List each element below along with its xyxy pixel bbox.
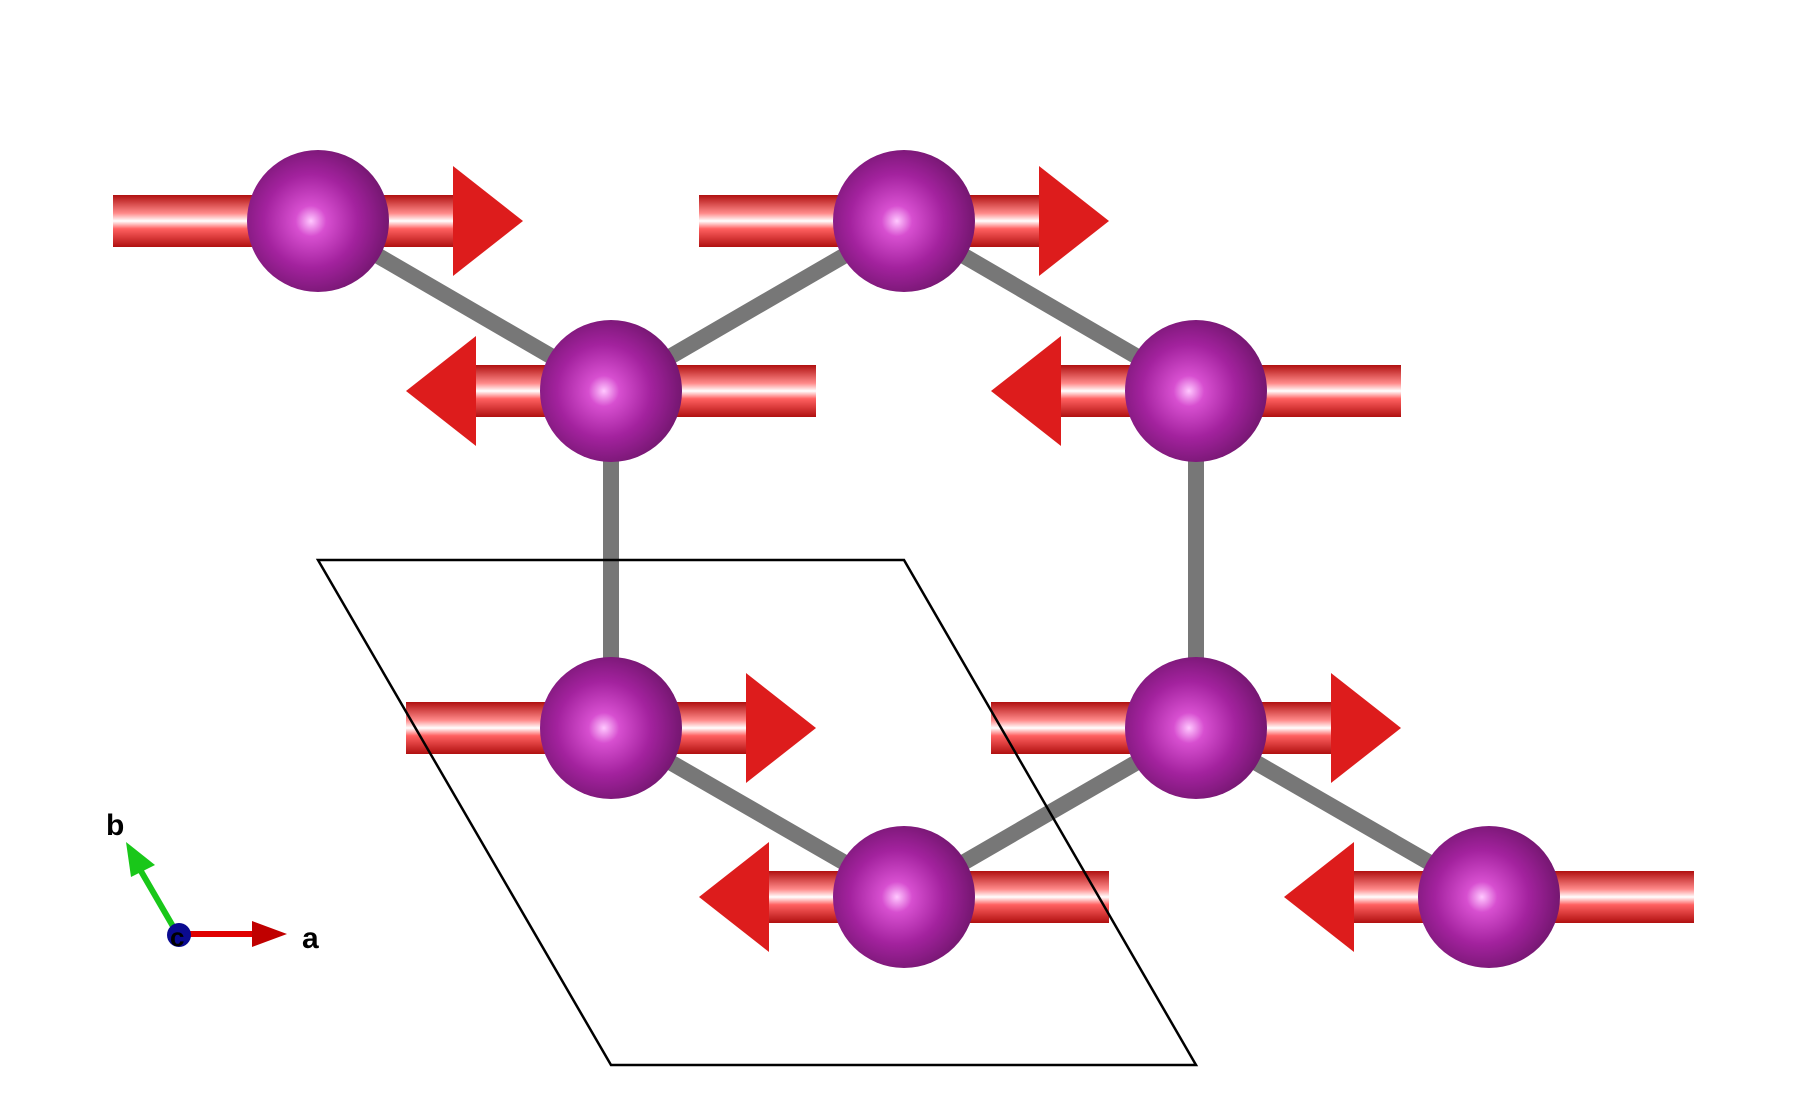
axis-b-shaft <box>135 864 181 937</box>
spin-arrow-head <box>1284 842 1354 952</box>
spin-arrow-head <box>1331 673 1401 783</box>
atoms-layer <box>247 150 1560 968</box>
atom <box>833 150 975 292</box>
spin-arrow-head <box>406 336 476 446</box>
atom <box>1418 826 1560 968</box>
spin-arrow-head <box>699 842 769 952</box>
unit-cell <box>315 558 1199 1067</box>
axis-a-label: a <box>302 922 319 955</box>
unit-cell-outline <box>315 558 1199 1067</box>
atom <box>833 826 975 968</box>
axis-c-marker <box>167 923 191 947</box>
spin-arrow-head <box>746 673 816 783</box>
atom <box>247 150 389 292</box>
atom <box>540 320 682 462</box>
atom <box>1125 320 1267 462</box>
atom <box>540 657 682 799</box>
atom <box>1125 657 1267 799</box>
axis-b-arrowhead <box>126 842 155 877</box>
spin-arrow-head <box>1039 166 1109 276</box>
axis-c-label: c <box>170 922 184 952</box>
spin-arrow-head <box>453 166 523 276</box>
axis-indicator: b a c <box>106 809 319 955</box>
axis-a-arrowhead <box>252 921 287 947</box>
spin-arrow-head <box>991 336 1061 446</box>
axis-b-label: b <box>106 809 124 842</box>
